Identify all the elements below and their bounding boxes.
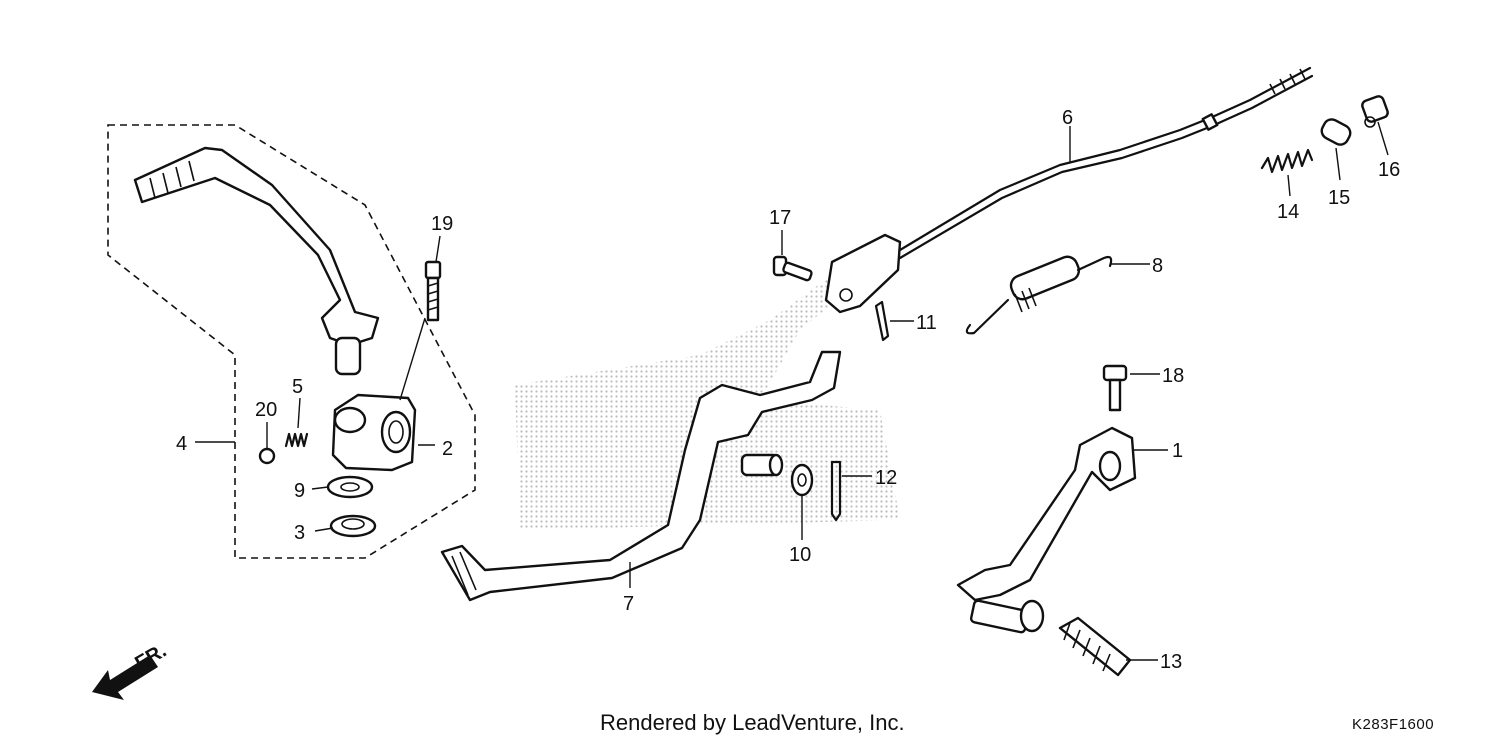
nut-16[interactable] — [1361, 95, 1389, 128]
callout-15: 15 — [1328, 187, 1350, 209]
callout-11: 11 — [916, 312, 937, 334]
callout-19: 19 — [431, 213, 453, 235]
pin-17[interactable] — [772, 255, 813, 282]
callout-14: 14 — [1277, 201, 1299, 223]
callout-1: 1 — [1172, 440, 1183, 462]
callout-20: 20 — [255, 399, 277, 421]
front-direction-arrow-icon: FR. — [92, 640, 170, 700]
ball-20[interactable] — [258, 447, 276, 465]
bolt-19[interactable] — [424, 260, 442, 322]
cotter-pin-12[interactable] — [830, 460, 842, 522]
callout-18: 18 — [1162, 365, 1184, 387]
callout-6: 6 — [1062, 107, 1073, 129]
callout-7: 7 — [623, 593, 634, 615]
callout-labels: 1 2 3 4 5 6 7 8 9 10 11 12 13 14 15 16 1… — [176, 107, 1400, 673]
kick-pivot-boss[interactable] — [331, 393, 417, 472]
callout-4: 4 — [176, 433, 187, 455]
kickstarter-assembly-outline — [107, 124, 476, 559]
return-spring-8[interactable] — [965, 254, 1113, 335]
cotter-pin-11[interactable] — [874, 300, 890, 342]
circlip-3[interactable] — [329, 514, 377, 538]
spring-5[interactable] — [284, 432, 309, 448]
collar-15[interactable] — [1319, 117, 1353, 148]
callout-5: 5 — [292, 376, 303, 398]
render-credit: Rendered by LeadVenture, Inc. — [600, 710, 905, 735]
gearshift-pedal[interactable] — [956, 426, 1137, 634]
spring-14[interactable] — [1260, 148, 1314, 174]
callout-13: 13 — [1160, 651, 1182, 673]
pedal-rubber-13[interactable] — [1058, 616, 1132, 677]
brake-rod[interactable] — [824, 66, 1314, 314]
bolt-18[interactable] — [1102, 364, 1128, 412]
kickstarter-arm[interactable] — [133, 146, 380, 376]
washer-10[interactable] — [790, 463, 814, 497]
leader-lines — [195, 121, 1389, 661]
callout-8: 8 — [1152, 255, 1163, 277]
callout-3: 3 — [294, 522, 305, 544]
callout-12: 12 — [875, 467, 897, 489]
callout-10: 10 — [789, 544, 811, 566]
callout-17: 17 — [769, 207, 791, 229]
washer-9[interactable] — [326, 475, 374, 499]
callout-16: 16 — [1378, 159, 1400, 181]
diagram-code: K283F1600 — [1352, 716, 1435, 733]
callout-9: 9 — [294, 480, 305, 502]
callout-2: 2 — [442, 438, 453, 460]
brake-pedal[interactable] — [440, 350, 842, 602]
